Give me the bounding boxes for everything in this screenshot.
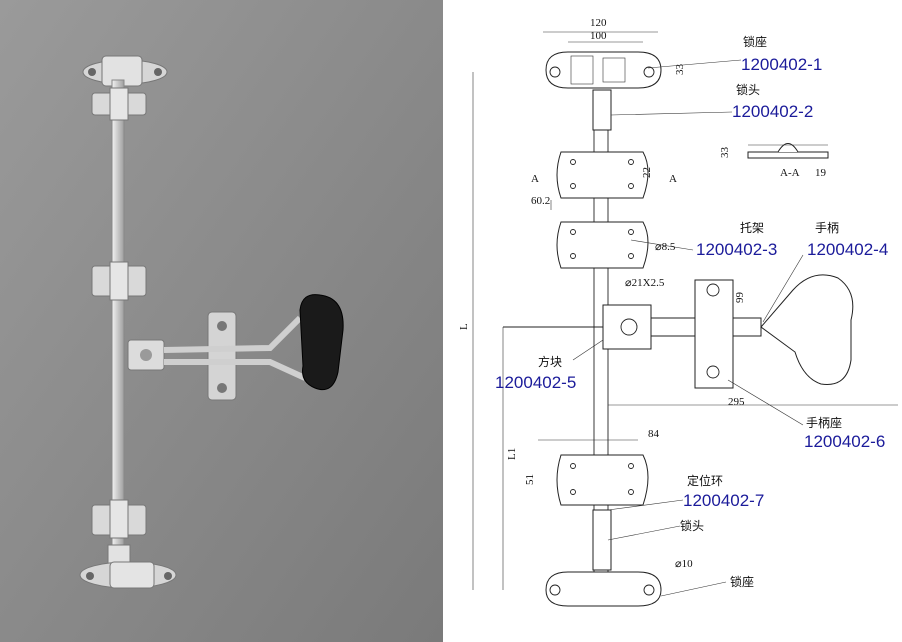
label-lock-head-top: 锁头 (736, 82, 760, 97)
dim-33b: 33 (719, 147, 731, 159)
label-square-block: 方块 (538, 354, 562, 369)
dim-22: 22 (641, 167, 653, 178)
lock-seat-top-drawing (545, 51, 662, 89)
photo-lock-seat-bottom (79, 544, 177, 589)
photo-bracket-3 (91, 499, 147, 539)
label-handle-seat: 手柄座 (806, 415, 842, 430)
dim-100: 100 (590, 30, 607, 42)
dim-60: 60.2 (531, 195, 550, 207)
bracket-3-drawing (556, 454, 649, 506)
lock-head-bottom-drawing (592, 509, 612, 571)
dim-120: 120 (590, 17, 607, 29)
photo-bracket-2 (91, 261, 147, 301)
label-lock-seat-bottom: 锁座 (730, 574, 754, 589)
label-locating-ring: 定位环 (687, 473, 723, 488)
dim-99: 99 (734, 292, 746, 304)
photo-rod (111, 79, 125, 561)
code-handle: 1200402-4 (807, 240, 888, 259)
label-lock-head-bottom: 锁头 (680, 518, 704, 533)
code-square-block: 1200402-5 (495, 373, 576, 392)
dim-295: 295 (728, 396, 745, 408)
photo-handle-seat (207, 311, 237, 401)
dim-l1: L1 (506, 448, 518, 460)
dim-33: 33 (674, 64, 686, 76)
code-lock-seat-top: 1200402-1 (741, 55, 822, 74)
bracket-2-drawing (556, 221, 649, 269)
dim-aa: A-A (780, 167, 800, 179)
label-lock-seat-top: 锁座 (743, 34, 767, 49)
code-handle-seat: 1200402-6 (804, 432, 885, 451)
dim-a-right: A (669, 173, 677, 185)
dim-a-left: A (531, 173, 539, 185)
label-handle: 手柄 (815, 221, 839, 235)
section-aa-drawing (747, 143, 829, 159)
leader-lines (572, 59, 804, 597)
handle-grip-drawing (760, 274, 854, 385)
photo-bracket-1 (91, 87, 147, 121)
photo-square-block (127, 339, 165, 371)
square-block-drawing (602, 304, 652, 350)
photo-lock-seat-top (82, 55, 168, 87)
photo-handle-grip (299, 294, 344, 391)
code-bracket: 1200402-3 (696, 240, 777, 259)
dim-19: 19 (815, 167, 827, 179)
product-photo (0, 0, 443, 642)
code-lock-head-top: 1200402-2 (732, 102, 813, 121)
code-locating-ring: 1200402-7 (683, 491, 764, 510)
dim-21x2-5: ⌀21X2.5 (625, 277, 665, 289)
handle-seat-drawing (694, 279, 734, 389)
label-bracket: 托架 (740, 221, 764, 235)
lock-seat-bottom-drawing (545, 571, 662, 607)
dimension-lines (472, 31, 898, 590)
dim-8-5: ⌀8.5 (655, 241, 676, 253)
technical-drawing: 120 100 33 33 19 A-A 22 A A 60.2 ⌀8.5 ⌀2… (443, 0, 902, 642)
lock-head-top-drawing (592, 89, 612, 131)
bracket-1-drawing (556, 151, 649, 199)
dim-10: ⌀10 (675, 558, 693, 570)
dim-84: 84 (648, 428, 660, 440)
dim-l: L (458, 323, 470, 330)
dim-51: 51 (524, 474, 536, 485)
photo-handle-arms (163, 315, 307, 381)
